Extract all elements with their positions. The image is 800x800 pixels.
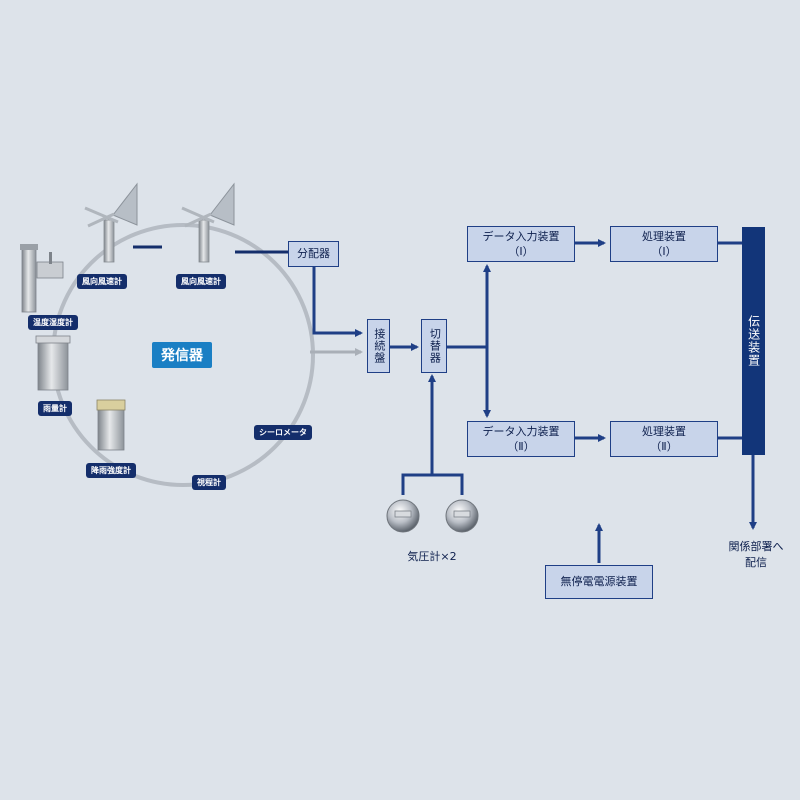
rainfall-intensity-gauge-icon (96, 399, 126, 451)
distribution-line-2: 配信 (745, 556, 767, 569)
barometer-icon-2 (445, 499, 479, 533)
distribution-line-1: 関係部署へ (728, 540, 784, 553)
tag-thermo-hygrometer: 温度湿度計 (28, 315, 78, 330)
processing-1-title: 処理装置 (642, 230, 686, 243)
processing-2-number: （Ⅱ） (650, 439, 678, 453)
processing-2-box: 処理装置 （Ⅱ） (610, 421, 718, 457)
processing-1-box: 処理装置 （Ⅰ） (610, 226, 718, 262)
anemometer-icon-1 (84, 182, 138, 263)
data-input-2-number: （Ⅱ） (507, 439, 535, 453)
barometer-icon-1 (386, 499, 420, 533)
switcher-box: 切替器 (421, 319, 447, 373)
data-input-2-box: データ入力装置 （Ⅱ） (467, 421, 575, 457)
data-input-1-box: データ入力装置 （Ⅰ） (467, 226, 575, 262)
ups-box: 無停電電源装置 (545, 565, 653, 599)
barometer-label: 気圧計×2 (407, 550, 457, 563)
tag-rain-gauge: 雨量計 (38, 401, 72, 416)
transmitter-label: 発信器 (152, 342, 212, 368)
transmission-box: 伝送装置 (742, 227, 765, 455)
tag-anemometer-2: 風向風速計 (176, 274, 226, 289)
data-input-1-number: （Ⅰ） (508, 244, 534, 258)
thermo-hygrometer-icon (20, 244, 64, 313)
anemometer-icon-2 (181, 182, 235, 263)
data-input-2-title: データ入力装置 (482, 425, 560, 438)
tag-rainfall-intensity: 降雨強度計 (86, 463, 136, 478)
junction-panel-box: 接続盤 (367, 319, 390, 373)
distributor-to-junction-line (312, 266, 363, 337)
processing-1-number: （Ⅰ） (651, 244, 677, 258)
rain-gauge-icon (35, 335, 71, 391)
distribution-label: 関係部署へ 配信 (716, 538, 796, 570)
distributor-box: 分配器 (288, 241, 339, 267)
tag-ceilometer: シーロメータ (254, 425, 312, 440)
data-input-1-title: データ入力装置 (482, 230, 560, 243)
barometer-bracket-line (401, 473, 464, 495)
tag-anemometer-1: 風向風速計 (77, 274, 127, 289)
tag-visibility-meter: 視程計 (192, 475, 226, 490)
processing-2-title: 処理装置 (642, 425, 686, 438)
